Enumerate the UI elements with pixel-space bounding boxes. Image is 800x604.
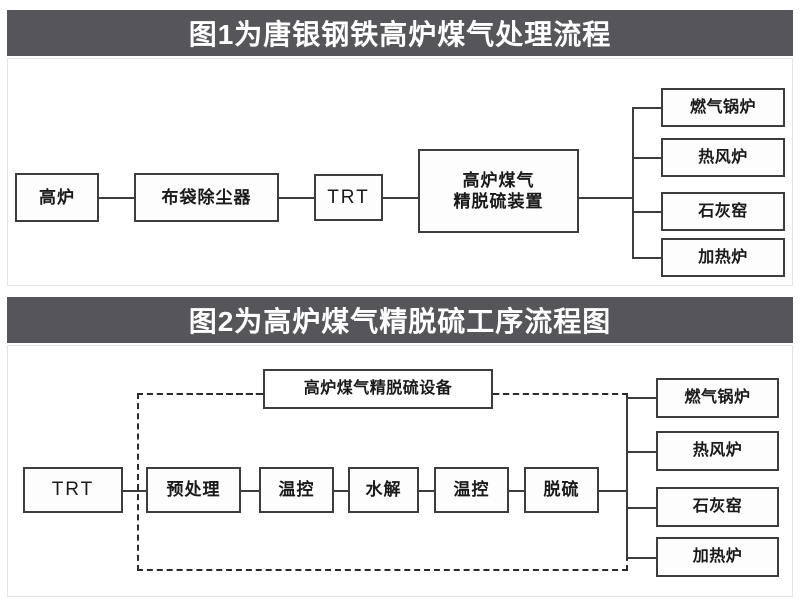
output-box-gas-boiler[interactable]: 燃气锅炉 (661, 88, 785, 127)
output-box-reheating-furnace-2[interactable]: 加热炉 (656, 537, 779, 577)
connector-pretreatment-to-temp1 (241, 490, 259, 492)
bracket-spine-figure2 (626, 397, 628, 559)
connector-temp1-to-hydrolysis (334, 490, 348, 492)
connector-trt-to-pretreatment (123, 490, 146, 492)
node-pretreatment[interactable]: 预处理 (146, 467, 241, 513)
node-temperature-control-2[interactable]: 温控 (434, 467, 509, 513)
output-box-hot-blast-stove[interactable]: 热风炉 (661, 138, 785, 177)
figure2-diagram-panel: 高炉煤气精脱硫设备 TRT 预处理 温控 水解 温控 脱硫 燃气锅炉 热风炉 石… (7, 345, 793, 597)
branch-stub-2-4 (626, 557, 658, 559)
connector-hydrolysis-to-temp2 (419, 490, 434, 492)
node-bag-filter[interactable]: 布袋除尘器 (134, 173, 279, 222)
branch-stub-2-3 (626, 507, 658, 509)
node-hydrolysis[interactable]: 水解 (348, 467, 419, 513)
node-trt[interactable]: TRT (314, 174, 383, 221)
branch-stub-2-1 (626, 397, 658, 399)
node-desulfurization[interactable]: 脱硫 (524, 467, 599, 513)
bracket-spine-figure1 (632, 107, 634, 259)
output-box-reheating-furnace[interactable]: 加热炉 (661, 238, 785, 277)
enclosure-label-leader-left (137, 393, 263, 395)
node-trt-2[interactable]: TRT (23, 467, 123, 513)
enclosure-label-box[interactable]: 高炉煤气精脱硫设备 (263, 369, 493, 409)
connector-desulf-to-bracket (579, 197, 633, 199)
figure2-title-bar: 图2为高炉煤气精脱硫工序流程图 (7, 297, 793, 343)
node-temperature-control-1[interactable]: 温控 (259, 467, 334, 513)
node-fine-desulfurization-unit[interactable]: 高炉煤气 精脱硫装置 (418, 149, 579, 233)
output-box-hot-blast-stove-2[interactable]: 热风炉 (656, 431, 779, 471)
connector-furnace-to-filter (99, 197, 134, 199)
figure1-diagram-panel: 高炉 布袋除尘器 TRT 高炉煤气 精脱硫装置 燃气锅炉 热风炉 石灰窑 加热炉 (7, 58, 793, 286)
connector-desulfurization-to-bracket (599, 490, 628, 492)
branch-stub-1 (632, 107, 662, 109)
output-box-gas-boiler-2[interactable]: 燃气锅炉 (656, 378, 779, 418)
output-box-lime-kiln[interactable]: 石灰窑 (661, 192, 785, 231)
branch-stub-2-2 (626, 451, 658, 453)
figure1-title-bar: 图1为唐银钢铁高炉煤气处理流程 (7, 10, 793, 56)
output-box-lime-kiln-2[interactable]: 石灰窑 (656, 487, 779, 527)
node-blast-furnace[interactable]: 高炉 (15, 173, 99, 222)
branch-stub-2 (632, 157, 662, 159)
enclosure-label-leader-right (493, 393, 628, 395)
connector-filter-to-trt (279, 197, 314, 199)
branch-stub-3 (632, 211, 662, 213)
branch-stub-4 (632, 257, 662, 259)
connector-temp2-to-desulfurization (509, 490, 524, 492)
connector-trt-to-desulf (383, 197, 418, 199)
